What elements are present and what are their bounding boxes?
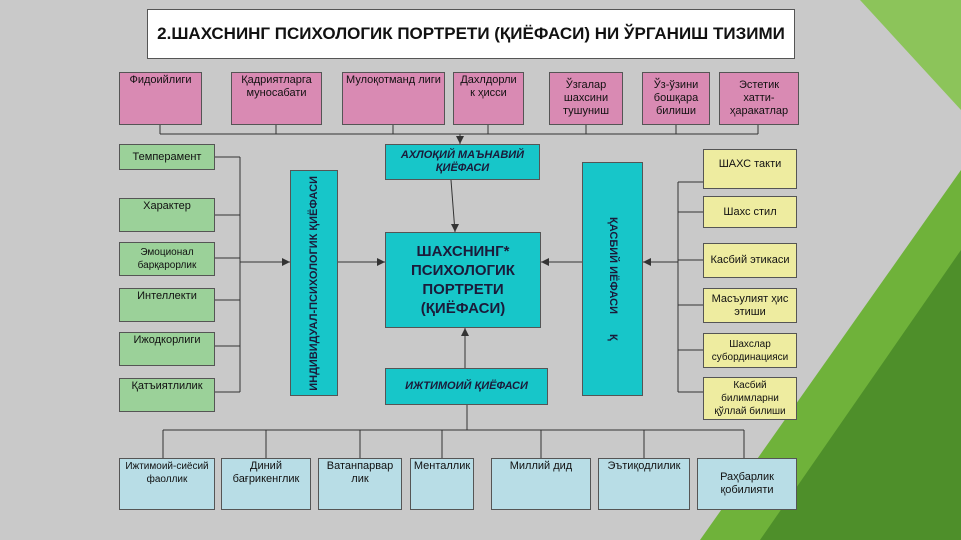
right-item-1: ШАХС такти — [703, 149, 797, 189]
left-item-6: Қатъиятлилик — [119, 378, 215, 412]
left-item-2: Характер — [119, 198, 215, 232]
top-node: АХЛОҚИЙ МАЪНАВИЙ ҚИЁФАСИ — [385, 144, 540, 180]
bottom-item-6: Эътиқодлилик — [598, 458, 690, 510]
top-item-3: Мулоқотманд лиги — [342, 72, 445, 125]
left-item-5: Ижодкорлиги — [119, 332, 215, 366]
bottom-item-4: Менталлик — [410, 458, 474, 510]
top-item-7: Эстетик хатти-ҳаракатлар — [719, 72, 799, 125]
right-item-2: Шахс стил — [703, 196, 797, 228]
right-node: ҚАСБИЙ ИЁФАСИ Қ — [582, 162, 643, 396]
right-item-6: Касбий билимларни қўллай билиши — [703, 377, 797, 420]
bottom-item-3: Ватанпарвар лик — [318, 458, 402, 510]
right-item-4: Масъулият ҳис этиши — [703, 288, 797, 323]
left-node: ИНДИВИДУАЛ-ПСИХОЛОГИК ҚИЁФАСИ — [290, 170, 338, 396]
left-item-1: Темперамент — [119, 144, 215, 170]
top-item-5: Ўзгалар шахсини тушуниш — [549, 72, 623, 125]
left-node-label: ИНДИВИДУАЛ-ПСИХОЛОГИК ҚИЁФАСИ — [307, 175, 320, 391]
right-item-3: Касбий этикаси — [703, 243, 797, 278]
bottom-item-7: Раҳбарлик қобилияти — [697, 458, 797, 510]
left-item-3: Эмоционал барқарорлик — [119, 242, 215, 276]
right-item-5: Шахслар субординацияси — [703, 333, 797, 368]
center-node: ШАХСНИНГ* ПСИХОЛОГИК ПОРТРЕТИ (ҚИЁФАСИ) — [385, 232, 541, 328]
top-item-1: Фидоийлиги — [119, 72, 202, 125]
bottom-item-2: Диний бағрикенглик — [221, 458, 311, 510]
bottom-item-1: Ижтимоий-сиёсий фаоллик — [119, 458, 215, 510]
top-item-6: Ўз-ўзини бошқара билиши — [642, 72, 710, 125]
top-item-4: Дахлдорли к ҳисси — [453, 72, 524, 125]
page-title: 2.ШАХСНИНГ ПСИХОЛОГИК ПОРТРЕТИ (ҚИЁФАСИ)… — [147, 9, 795, 59]
bottom-item-5: Миллий дид — [491, 458, 591, 510]
top-item-2: Қадриятларга муносабати — [231, 72, 322, 125]
right-node-extra: Қ — [607, 334, 619, 341]
bottom-node: ИЖТИМОИЙ ҚИЁФАСИ — [385, 368, 548, 405]
right-node-label: ҚАСБИЙ ИЁФАСИ — [607, 217, 619, 315]
left-item-4: Интеллекти — [119, 288, 215, 322]
